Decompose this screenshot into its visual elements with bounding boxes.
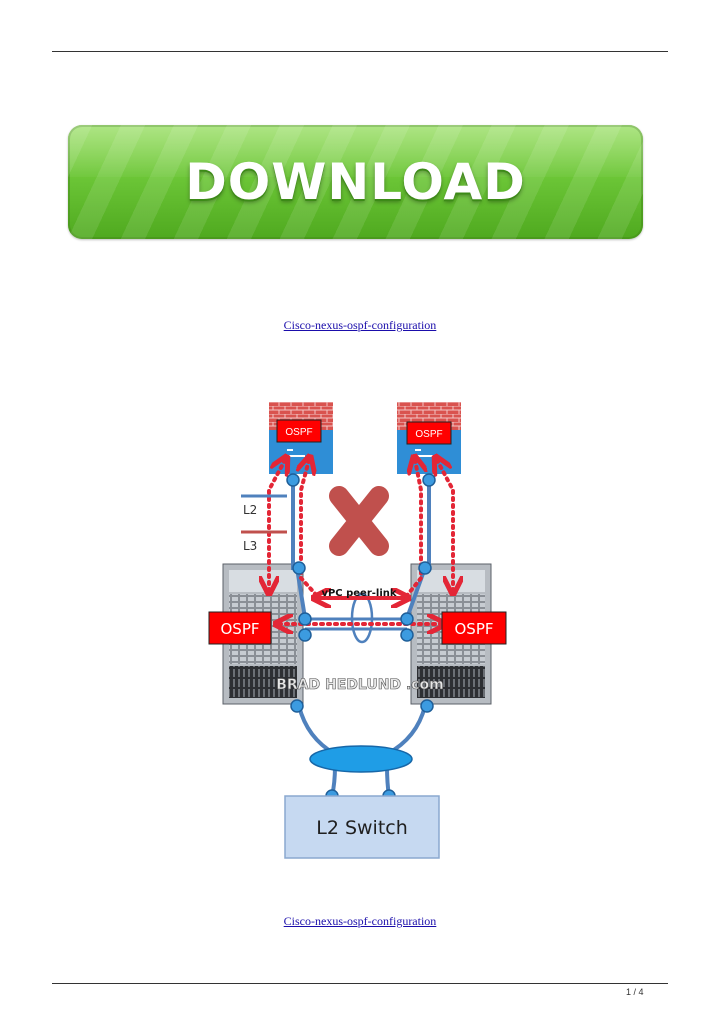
ospf-right-box xyxy=(441,611,507,645)
blocked-x-icon xyxy=(329,486,389,556)
network-diagram: OSPF OSPF xyxy=(207,398,517,863)
l2-switch-label: L2 Switch xyxy=(316,817,408,839)
download-button[interactable]: DOWNLOAD xyxy=(68,125,643,239)
footer-rule xyxy=(52,983,668,984)
header-rule xyxy=(52,51,668,52)
ospf-left-label: OSPF xyxy=(220,620,259,638)
legend-l3-label: L3 xyxy=(243,539,257,553)
port-channel-ellipse xyxy=(309,745,413,773)
watermark-text: BRAD HEDLUND .com xyxy=(276,677,444,693)
download-label: DOWNLOAD xyxy=(185,153,526,211)
firewall-left-ospf-label: OSPF xyxy=(285,427,312,438)
ospf-left-box xyxy=(208,611,272,645)
firewall-left-ospf-box xyxy=(276,419,322,443)
button-gloss xyxy=(68,125,643,177)
firewall-right-ospf-box xyxy=(406,421,452,445)
page-number: 1 / 4 xyxy=(626,987,644,997)
ospf-right-label: OSPF xyxy=(454,620,493,638)
button-stripes xyxy=(68,125,643,239)
document-link-top[interactable]: Cisco-nexus-ospf-configuration xyxy=(283,318,437,332)
peer-link-label: vPC peer-link xyxy=(321,588,396,599)
network-diagram-svg: OSPF OSPF xyxy=(208,402,507,859)
firewall-right-ospf-label: OSPF xyxy=(415,429,442,440)
legend: L2 L3 xyxy=(241,494,287,553)
document-link-bottom[interactable]: Cisco-nexus-ospf-configuration xyxy=(283,914,437,928)
legend-l2-label: L2 xyxy=(243,503,257,517)
l2-switch-box xyxy=(284,795,440,859)
